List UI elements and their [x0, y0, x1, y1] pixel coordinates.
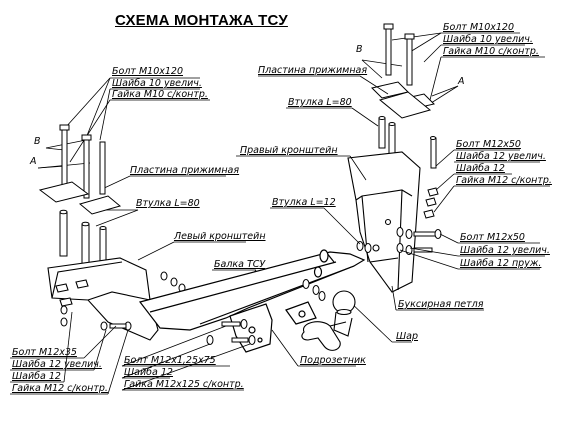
label-washer12-bm: Шайба 12	[124, 367, 173, 378]
label-plate-right: Пластина прижимная	[258, 65, 368, 76]
leaders-right	[95, 75, 550, 367]
label-washer12-spring-mid: Шайба 12 пруж.	[460, 258, 542, 269]
label-bushing80-left: Втулка L=80	[136, 198, 200, 209]
label-letter-b-left: В	[34, 136, 41, 147]
label-letter-a-left: А	[30, 156, 37, 167]
label-ball: Шар	[396, 331, 419, 342]
label-nut-m10-left: Гайка М10 с/контр.	[112, 89, 208, 100]
label-plate-left: Пластина прижимная	[130, 165, 240, 176]
label-right-bracket: Правый кронштейн	[240, 145, 338, 156]
label-washer10-left: Шайба 10 увелич.	[112, 78, 202, 89]
label-nut-m12-bl: Гайка М12 с/контр.	[12, 383, 108, 394]
label-nut-m12x125: Гайка М12х125 с/контр.	[124, 379, 244, 390]
right-upper-hardware	[371, 23, 439, 219]
label-bushing12: Втулка L=12	[272, 197, 336, 208]
label-nut-m10-right: Гайка М10 с/контр.	[443, 46, 539, 57]
label-left-bracket: Левый кронштейн	[174, 231, 266, 242]
label-washer12-big-top: Шайба 12 увелич.	[456, 151, 546, 162]
label-washer12-top: Шайба 12	[456, 163, 505, 174]
tow-ball	[301, 290, 356, 351]
label-washer12-bl: Шайба 12	[12, 371, 61, 382]
label-letter-b-right: В	[356, 44, 363, 55]
label-washer12-big-bl: Шайба 12 увелич.	[12, 359, 102, 370]
label-bolt-m10-left: Болт М10х120	[112, 66, 183, 77]
label-bolt-m12x50-mid: Болт М12х50	[460, 232, 525, 243]
label-washer10-right: Шайба 10 увелич.	[443, 34, 533, 45]
label-bolt-m10-right: Болт М10х120	[443, 22, 514, 33]
left-bracket	[47, 257, 159, 341]
label-bushing80-right: Втулка L=80	[288, 97, 352, 108]
label-tow-eye: Буксирная петля	[398, 299, 484, 310]
label-beam: Балка ТСУ	[214, 259, 266, 270]
label-socket-holder: Подрозетник	[300, 355, 366, 366]
label-bolt-m12x125: Болт М12х1,25х75	[124, 355, 216, 366]
leaders-top-left	[37, 77, 210, 169]
diagram-title: СХЕМА МОНТАЖА ТСУ	[115, 12, 288, 29]
left-upper-hardware	[38, 124, 122, 265]
label-washer12-big-mid: Шайба 12 увелич.	[460, 245, 550, 256]
label-letter-a-right: А	[458, 76, 465, 87]
beam-bolts	[206, 279, 326, 345]
label-bolt-m12x50-top: Болт М12х50	[456, 139, 521, 150]
leaders-bottom	[10, 311, 251, 395]
label-nut-m12-top: Гайка М12 с/контр.	[456, 175, 552, 186]
label-bolt-m12x35: Болт М12х35	[12, 347, 77, 358]
right-bracket	[347, 151, 421, 293]
tow-bar-beam	[138, 249, 366, 353]
